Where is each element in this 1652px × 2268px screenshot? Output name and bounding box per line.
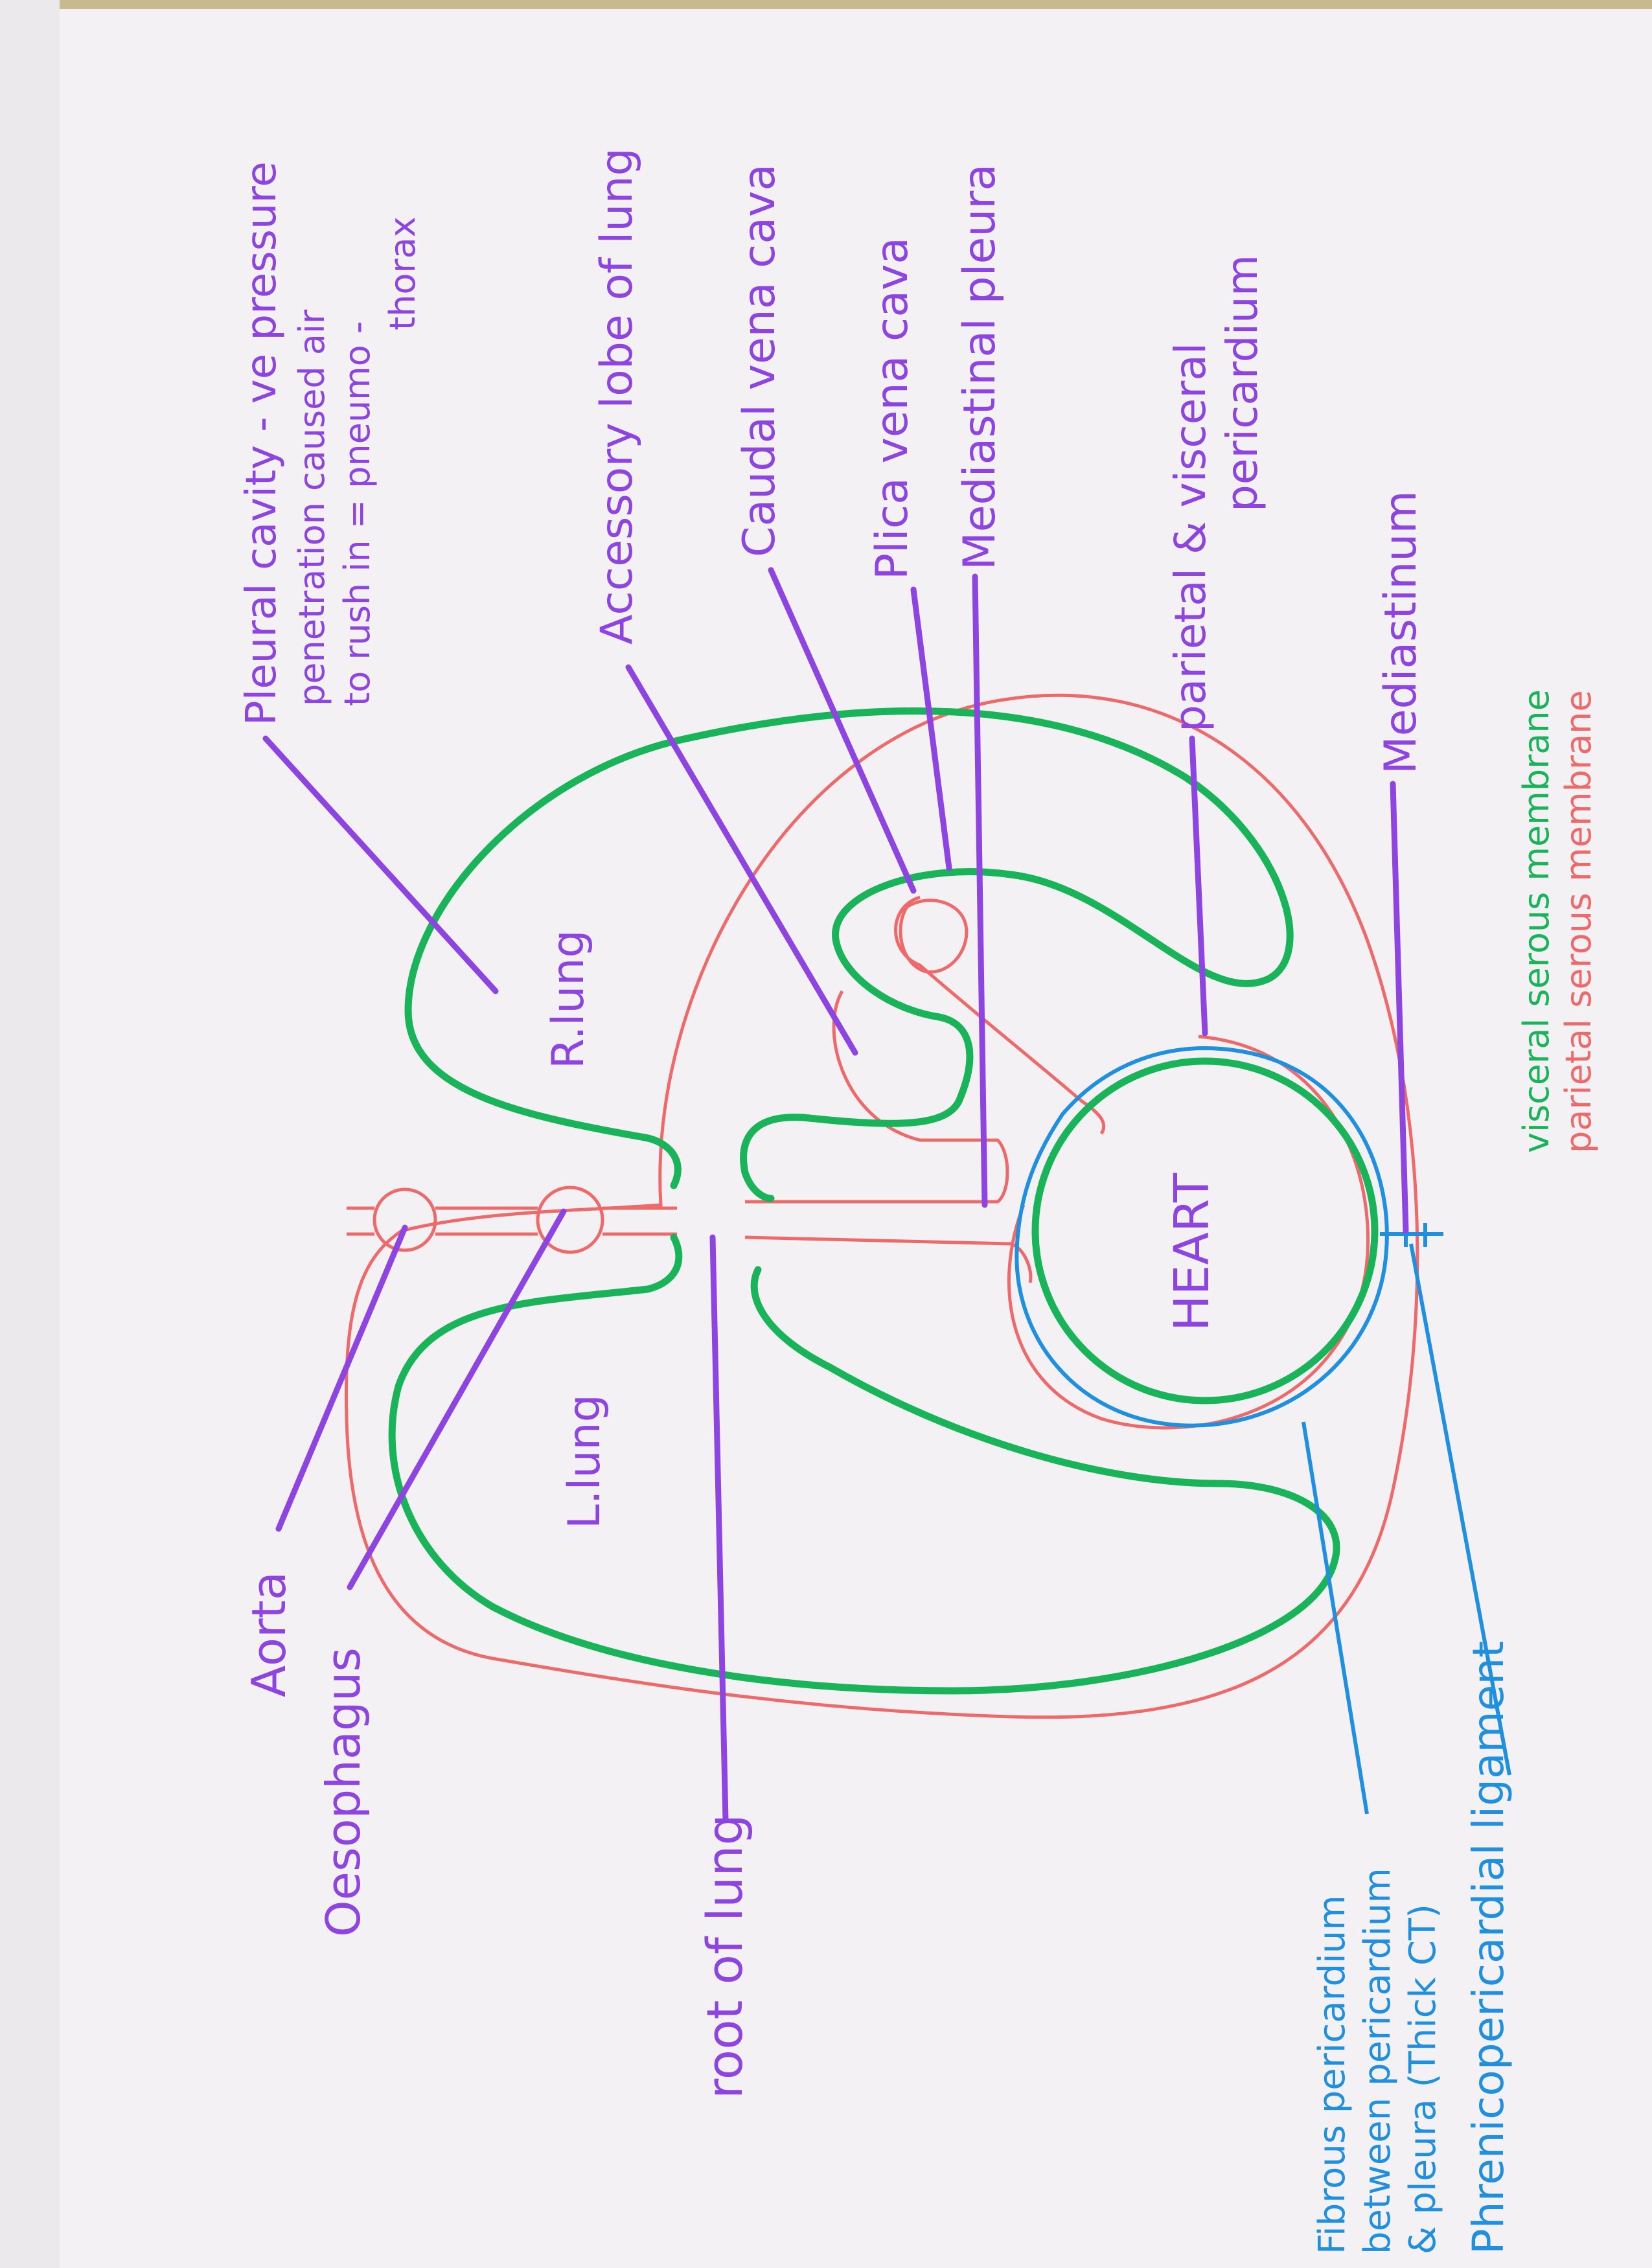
mediastinal-pleura-label: Mediastinal pleura (954, 164, 1005, 570)
pleural-cavity-label-2: penetration caused air (292, 309, 332, 706)
phrenicopericardial-ligament-leader (1409, 1243, 1511, 1776)
accessory-lobe-label: Accessory lobe of lung (591, 148, 643, 645)
fibrous-pericardium-label-1: Fibrous pericardium (1311, 1895, 1353, 2254)
plica-vena-cava-leader (910, 586, 952, 871)
pleural-cavity-label-4: thorax (382, 216, 423, 330)
scan-edge (0, 0, 60, 2268)
visceral-membrane (388, 707, 1379, 1695)
aorta-outline (373, 1187, 437, 1252)
r-lung-label: R.lung (543, 930, 594, 1069)
mediastinal-pleura-leader (972, 573, 988, 1208)
paper-sheet (60, 0, 1652, 2268)
aorta-leader (275, 1224, 408, 1532)
oesophagus-label: Oesophagus (316, 1647, 371, 1937)
pleural-cavity-leader (262, 735, 499, 994)
left-lung-outline (388, 1233, 1340, 1695)
fibrous-pericardium-label-3: & pleura (Thick CT) (1402, 1904, 1444, 2254)
accessory-lobe-leader (625, 664, 858, 1056)
pleural-cavity-label-3: to rush in = pneumo - (337, 321, 378, 706)
legend-visceral: visceral serous membrane (1516, 689, 1557, 1153)
root-of-lung-label: root of lung (696, 1814, 753, 2099)
parietal-visceral-pericardium-label-2: pericardium (1217, 255, 1267, 512)
fibrous-pericardium-label-2: between pericardium (1357, 1868, 1399, 2254)
fibrous-pericardium-outline (1015, 1046, 1389, 1428)
parietal-visceral-pericardium-label-1: parietal & visceral (1165, 343, 1215, 732)
oesophagus-leader (347, 1208, 567, 1590)
labels: Pleural cavity - ve pressure penetration… (238, 148, 1599, 2254)
phrenicopericardial-ligament-knot (1380, 1223, 1443, 1247)
mediastinum-upper-septum (745, 990, 1009, 1204)
thoracic-wall-outline (345, 693, 1419, 1719)
mediastinum-lower-septum (744, 1235, 1033, 1283)
pleural-cavity-label-1: Pleural cavity - ve pressure (238, 161, 286, 726)
parietal-visceral-pericardium-leader (1189, 735, 1208, 1037)
mediastinum-label: Mediastinum (1375, 490, 1427, 774)
heart-label: HEART (1164, 1173, 1220, 1331)
right-lung-outline (404, 707, 1294, 1202)
caudal-vena-cava-outline (899, 899, 969, 974)
fibrous-pericardium-leader (1302, 1421, 1369, 1815)
l-lung-label: L.lung (559, 1394, 610, 1529)
caudal-vena-cava-leader (768, 567, 917, 894)
legend-parietal: parietal serous membrane (1558, 690, 1599, 1153)
leader-lines (262, 567, 1409, 1824)
scan-top-strip (60, 0, 1652, 9)
root-of-lung-leader (709, 1234, 729, 1824)
phrenicopericardial-ligament-label: Phrenicopericardial ligament (1463, 1641, 1513, 2254)
heart-visceral-pericardium (1031, 1057, 1379, 1404)
aorta-label: Aorta (242, 1572, 296, 1697)
aorta-oesophagus-connector (347, 1206, 677, 1236)
oesophagus-outline (536, 1186, 604, 1254)
fibrous-pericardium (1015, 1046, 1511, 1815)
plica-vena-cava-label: Plica vena cava (867, 237, 918, 580)
caudal-vena-cava-label: Caudal vena cava (734, 164, 785, 557)
mediastinum-leader (1390, 781, 1409, 1234)
